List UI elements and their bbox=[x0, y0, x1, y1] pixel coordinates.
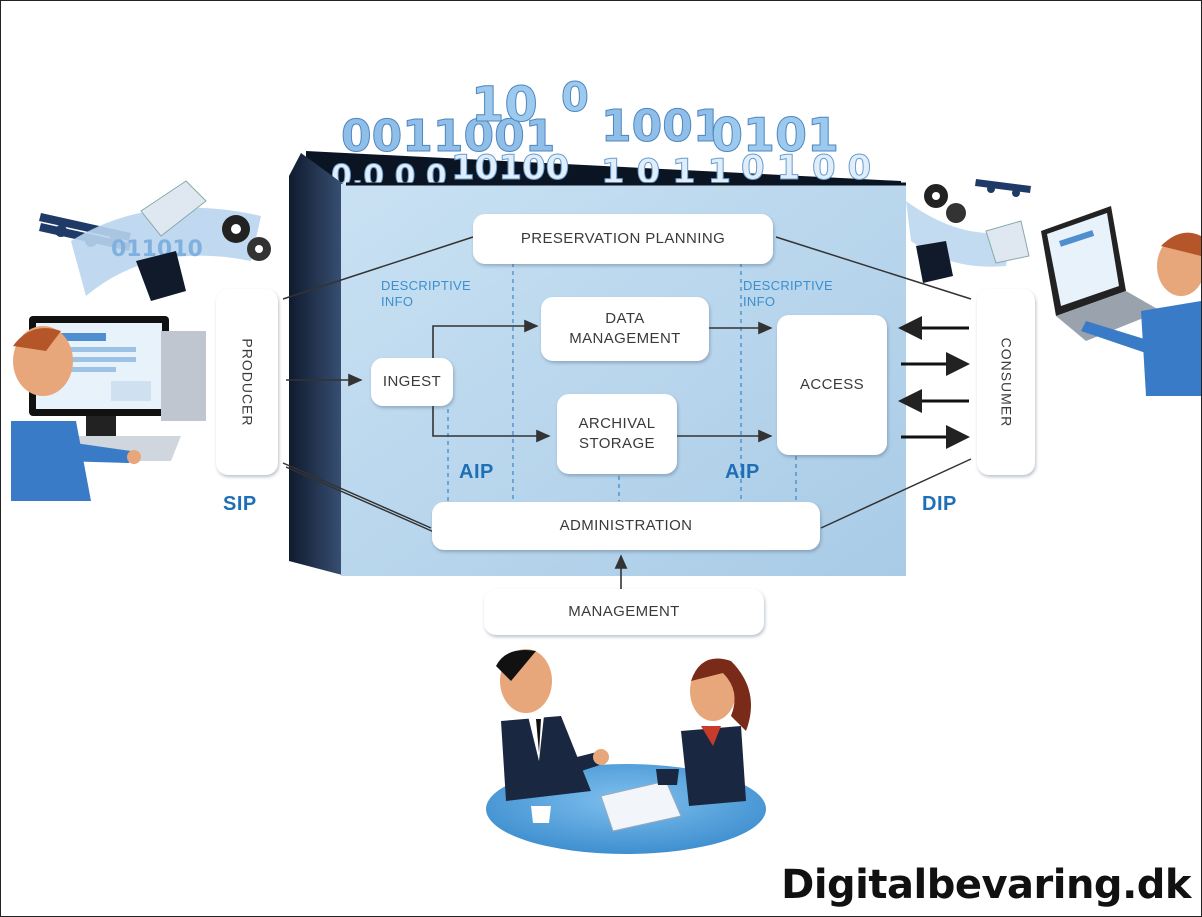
brand-logo-text: Digitalbevaring.dk bbox=[781, 862, 1191, 908]
data-management-box: DATA MANAGEMENT bbox=[541, 297, 709, 361]
phone-icon bbox=[906, 201, 1030, 283]
dip-label: DIP bbox=[922, 493, 957, 515]
svg-text:10: 10 bbox=[471, 77, 538, 133]
svg-text:0 1 0 0: 0 1 0 0 bbox=[741, 148, 871, 188]
film-reel-icon bbox=[924, 184, 966, 223]
svg-text:10100: 10100 bbox=[451, 148, 569, 188]
svg-text:0011001: 0011001 bbox=[341, 111, 555, 162]
binary-data-icon: 0011001 10 0 1001 0101 0,0 0 0 10100 1 0… bbox=[306, 75, 901, 196]
descriptive-info-right-label: DESCRIPTIVE INFO bbox=[743, 278, 833, 309]
consumer-box: CONSUMER bbox=[977, 289, 1035, 475]
music-notes-icon bbox=[975, 179, 1031, 197]
svg-text:0: 0 bbox=[561, 75, 589, 121]
preservation-planning-box: PRESERVATION PLANNING bbox=[473, 214, 773, 264]
svg-text:1001: 1001 bbox=[601, 101, 723, 152]
management-box: MANAGEMENT bbox=[484, 589, 764, 635]
ingest-box: INGEST bbox=[371, 358, 453, 406]
producer-box: PRODUCER bbox=[216, 289, 278, 475]
phone-icon bbox=[136, 180, 207, 301]
administration-box: ADMINISTRATION bbox=[432, 502, 820, 550]
producer-label: PRODUCER bbox=[239, 337, 256, 427]
film-reel-icon bbox=[222, 215, 271, 261]
consumer-arrows bbox=[898, 316, 970, 449]
binary-data-icon: 011010 bbox=[71, 207, 261, 296]
sip-label: SIP bbox=[223, 493, 257, 515]
archival-storage-box: ARCHIVAL STORAGE bbox=[557, 394, 677, 474]
flow-arrows bbox=[286, 319, 773, 589]
svg-text:0101: 0101 bbox=[711, 108, 839, 162]
aip-right-label: AIP bbox=[725, 461, 760, 483]
descriptive-info-left-label: DESCRIPTIVE INFO bbox=[381, 278, 471, 309]
access-box: ACCESS bbox=[777, 315, 887, 455]
connector-lines bbox=[282, 236, 972, 533]
aip-left-label: AIP bbox=[459, 461, 494, 483]
meeting-people-icon bbox=[486, 649, 766, 854]
consumer-person-icon bbox=[1041, 206, 1201, 396]
producer-person-icon bbox=[11, 316, 206, 501]
consumer-label: CONSUMER bbox=[998, 337, 1015, 427]
